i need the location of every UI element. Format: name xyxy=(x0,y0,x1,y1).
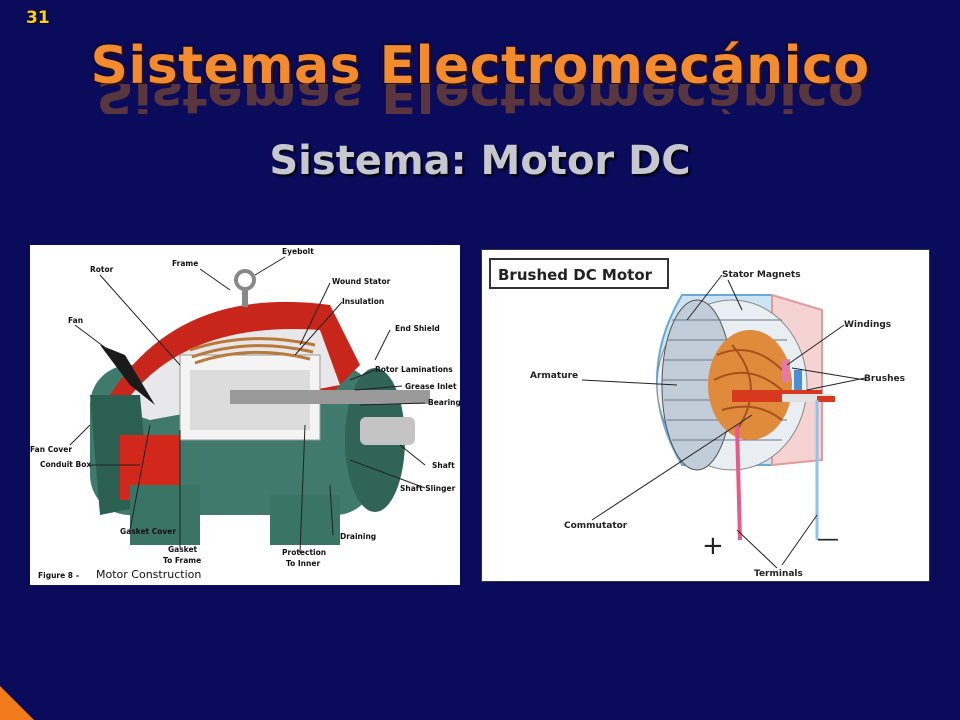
figure-title-box xyxy=(489,258,669,289)
label-to-inner: To Inner xyxy=(286,559,320,568)
label-plus: + xyxy=(702,531,724,561)
label-end-shield: End Shield xyxy=(395,324,440,333)
brushed-dc-motor-illustration: Brushed DC Motor xyxy=(489,258,905,579)
label-draining: Draining xyxy=(340,532,376,541)
label-fan-cover: Fan Cover xyxy=(30,445,72,454)
dc-motor-drawing xyxy=(656,293,835,541)
caption-prefix: Figure 8 – xyxy=(38,571,80,580)
slide-title: Sistemas Electromecánico xyxy=(90,36,870,96)
leader-lines xyxy=(69,256,426,554)
label-shaft: Shaft xyxy=(432,461,455,470)
slide-number: 31 xyxy=(26,8,50,28)
label-eyebolt: Eyebolt xyxy=(282,247,314,256)
label-minus: — xyxy=(817,527,839,552)
label-gasket-cover: Gasket Cover xyxy=(120,527,176,536)
figure-caption: Figure 8 – Motor Construction xyxy=(38,568,201,581)
label-to-frame: To Frame xyxy=(163,556,201,565)
label-gasket: Gasket xyxy=(168,545,198,554)
label-shaft-slinger: Shaft Slinger xyxy=(400,484,456,493)
brushed-dc-motor-figure: Brushed DC Motor xyxy=(481,249,930,582)
label-wound-stator: Wound Stator xyxy=(332,277,391,286)
label-rotor-laminations: Rotor Laminations xyxy=(375,365,453,374)
label-fan: Fan xyxy=(68,316,83,325)
label-protection: Protection xyxy=(282,548,326,557)
slide-subtitle: Sistema: Motor DC xyxy=(269,138,691,184)
label-insulation: Insulation xyxy=(342,297,384,306)
label-armature: Armature xyxy=(530,371,578,381)
label-rotor: Rotor xyxy=(90,265,114,274)
caption-text: Motor Construction xyxy=(96,568,201,581)
motor-construction-illustration: Rotor Frame Eyebolt Wound Stator Insulat… xyxy=(30,247,461,581)
label-commutator: Commutator xyxy=(564,521,628,531)
label-conduit-box: Conduit Box xyxy=(40,460,91,469)
label-brushes: Brushes xyxy=(864,374,905,384)
slide-title-reflection: Sistemas Electromecánico xyxy=(96,84,864,114)
label-windings: Windings xyxy=(844,320,891,330)
label-grease-inlet: Grease Inlet xyxy=(405,382,457,391)
motor-construction-figure: Rotor Frame Eyebolt Wound Stator Insulat… xyxy=(30,245,461,585)
figure-title: Brushed DC Motor xyxy=(498,266,653,284)
label-stator-magnets: Stator Magnets xyxy=(722,270,801,280)
label-bearing: Bearing xyxy=(428,398,460,407)
corner-accent xyxy=(0,686,34,720)
label-terminals: Terminals xyxy=(754,569,803,579)
motor-body-drawing xyxy=(90,269,430,545)
dc-leader-lines xyxy=(581,274,866,569)
title-block: Sistemas Electromecánico Sistemas Electr… xyxy=(0,34,960,114)
label-frame: Frame xyxy=(172,259,198,268)
